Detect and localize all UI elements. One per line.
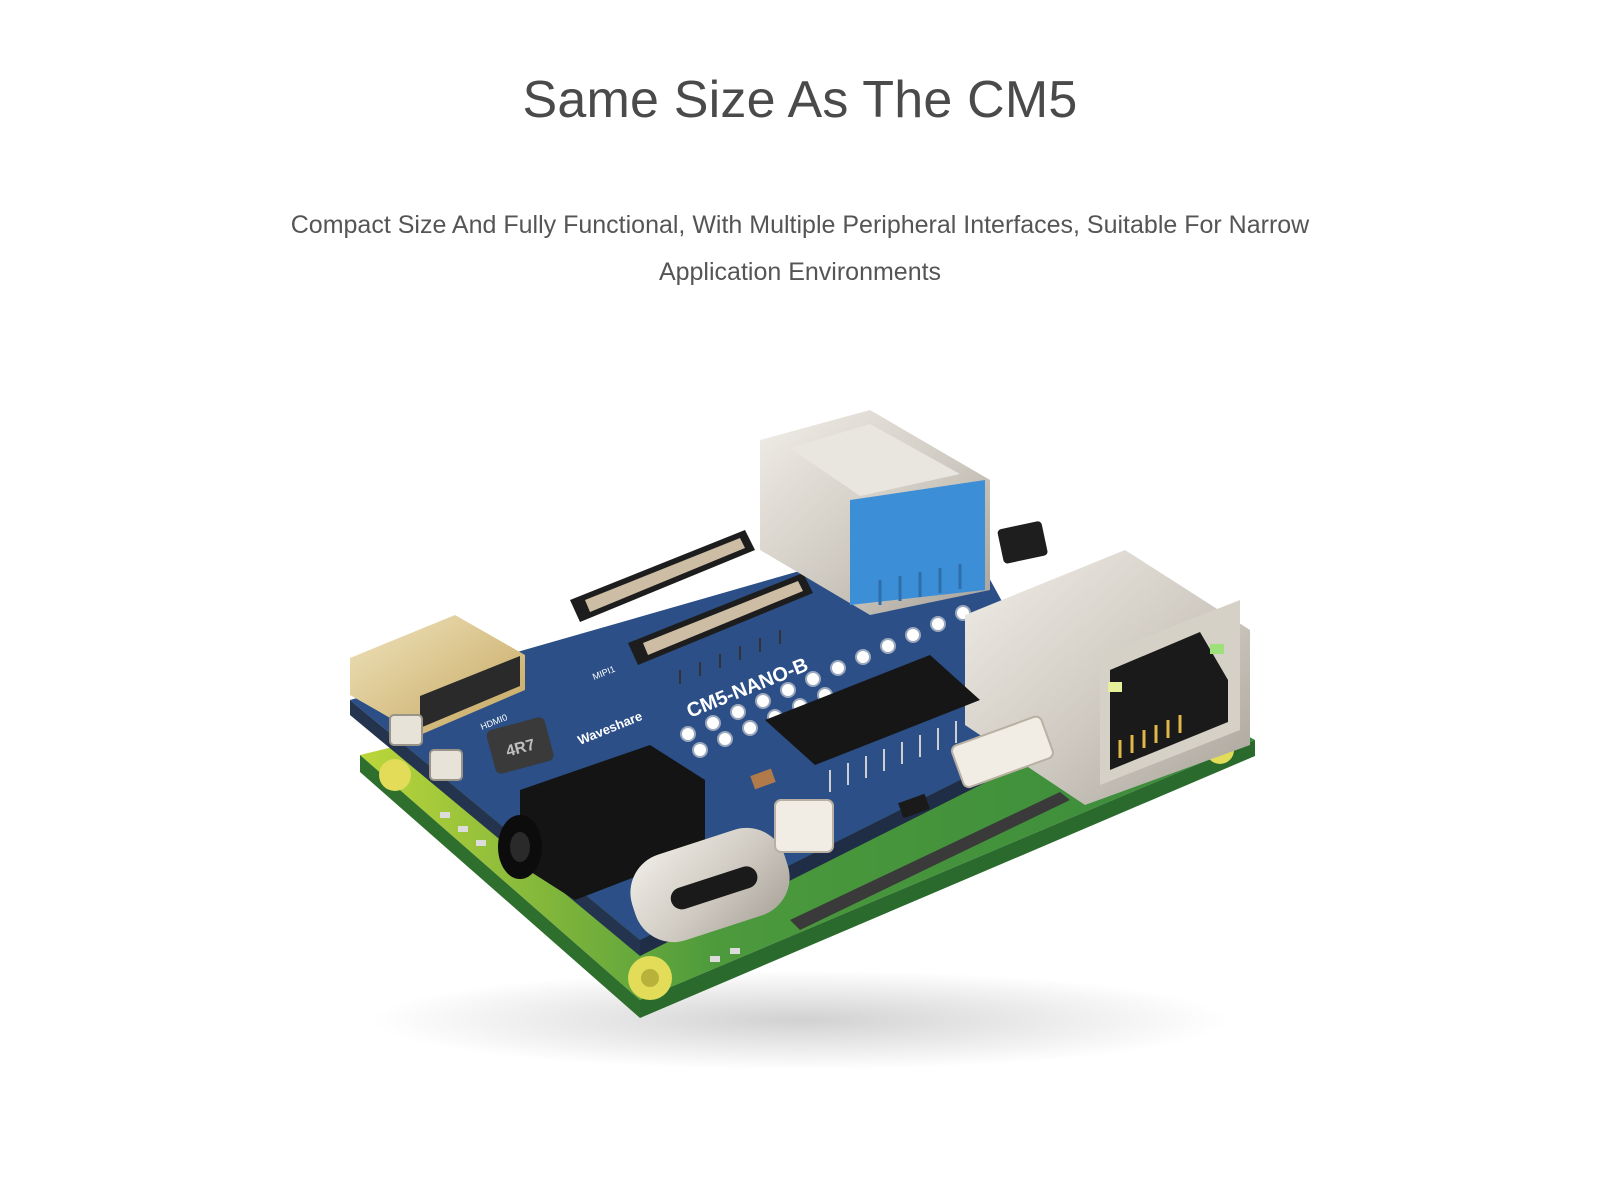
page-title: Same Size As The CM5 [522, 71, 1078, 129]
inductor: 4R7 [486, 717, 554, 774]
main-chip [765, 655, 980, 792]
usb-c-port-icon [630, 827, 790, 943]
mipi0-label: MIPI0 [537, 622, 563, 640]
product-illustration: CM5-NANO-B Waveshare MIPI0 MIPI1 HDMI0 [350, 410, 1255, 1070]
product-image: CM5-NANO-B Waveshare MIPI0 MIPI1 HDMI0 [0, 400, 1600, 1080]
page-subtitle: Compact Size And Fully Functional, With … [290, 211, 1310, 286]
mipi-connectors [570, 530, 813, 684]
usb-a-port-icon [760, 410, 990, 615]
hdmi-port-icon [350, 615, 525, 735]
